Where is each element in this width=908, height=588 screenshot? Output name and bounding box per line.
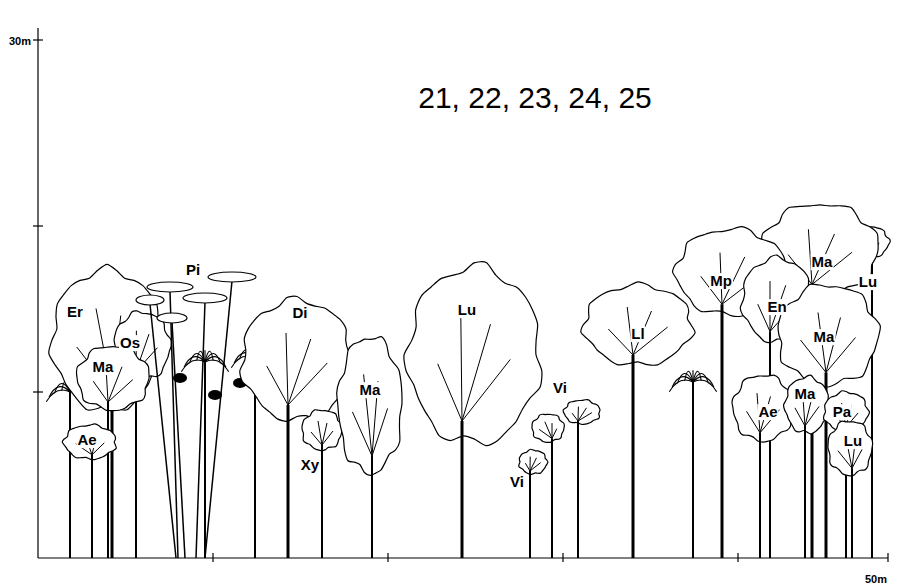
tree: [532, 414, 564, 558]
umbrella-crown: [147, 282, 193, 558]
species-label: Lu: [843, 433, 863, 449]
axes: [33, 28, 888, 562]
tree: [778, 284, 880, 558]
species-label: Mp: [709, 273, 733, 289]
species-label: Lu: [858, 274, 878, 290]
species-label: Ma: [92, 359, 115, 375]
title: 21, 22, 23, 24, 25: [418, 81, 652, 115]
species-label: En: [766, 299, 787, 315]
species-label: Ma: [359, 382, 382, 398]
species-label: Vi: [552, 380, 568, 396]
tree: [62, 424, 116, 558]
species-label: Pi: [185, 262, 201, 278]
species-label: Vi: [509, 474, 525, 490]
tree: [563, 400, 600, 558]
umbrella-crown: [205, 272, 256, 558]
tree: [784, 375, 830, 558]
tree: [404, 262, 542, 558]
tree: [581, 282, 695, 558]
umbrella-crown: [136, 295, 176, 558]
tree: [49, 264, 166, 558]
epiphyte: [208, 390, 222, 400]
species-label: Ma: [813, 329, 836, 345]
palm: [181, 350, 228, 558]
umbrella-crown: [183, 293, 227, 558]
species-label: Ae: [76, 432, 97, 448]
tree: [828, 421, 873, 558]
palm: [669, 370, 716, 558]
species-label: Xy: [300, 457, 320, 473]
species-label: Ae: [757, 404, 778, 420]
scale-label: 50m: [864, 574, 888, 586]
epiphyte: [173, 373, 187, 383]
tree: [302, 410, 343, 558]
tree: [519, 449, 548, 558]
tree: [337, 337, 402, 558]
species-label: Ll: [630, 326, 645, 342]
species-label: Os: [119, 335, 141, 351]
species-label: Di: [292, 305, 309, 321]
species-label: Ma: [811, 254, 834, 270]
species-label: Ma: [794, 386, 817, 402]
tree: [240, 296, 355, 558]
tree: [732, 375, 793, 558]
scale-label: 30m: [8, 36, 32, 48]
species-label: Lu: [457, 302, 477, 318]
species-label: Er: [66, 304, 84, 320]
species-label: Pa: [832, 404, 852, 420]
